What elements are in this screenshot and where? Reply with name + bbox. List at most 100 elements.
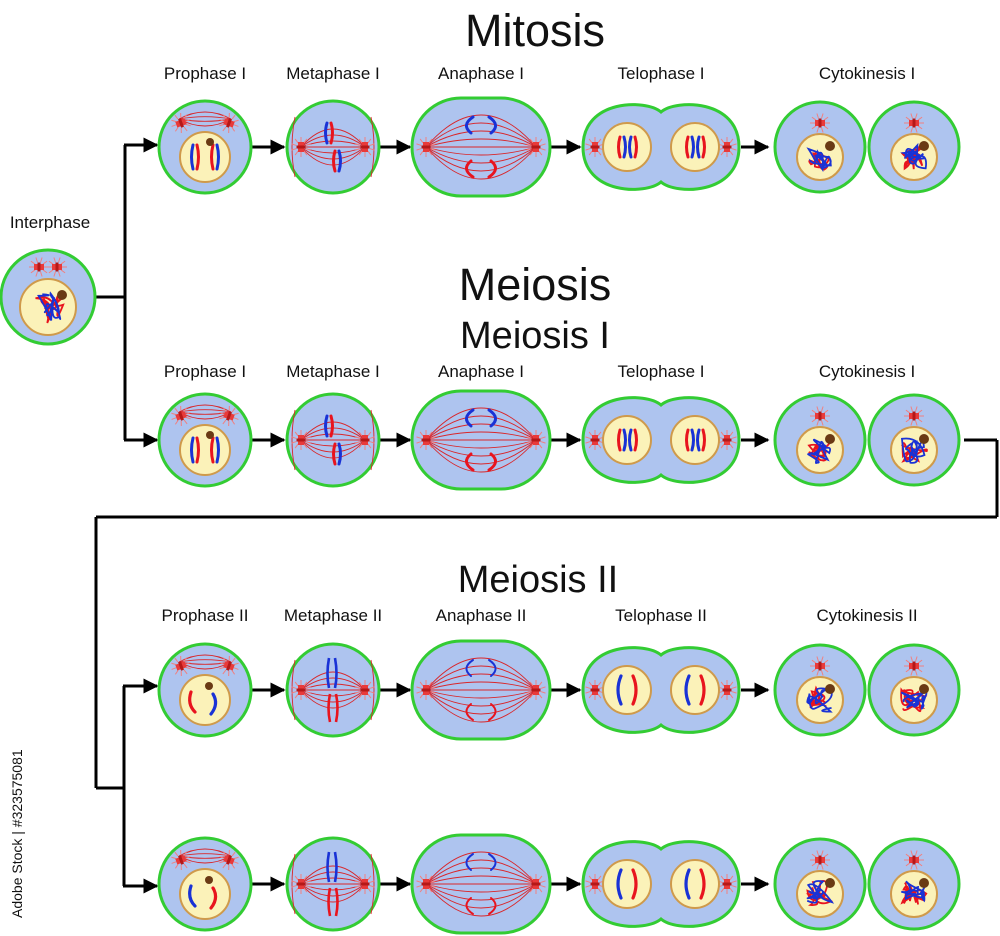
spindle-fiber xyxy=(425,883,537,917)
chromosome xyxy=(334,887,339,917)
chromosome xyxy=(337,149,342,173)
nucleolus xyxy=(825,434,835,444)
chromosome xyxy=(465,408,475,428)
chromosome xyxy=(690,135,695,159)
daughter-cell xyxy=(867,837,961,931)
chromosome xyxy=(333,657,338,689)
spindle-fiber xyxy=(178,848,232,857)
chromosome xyxy=(684,868,691,900)
centrosome xyxy=(526,874,546,894)
spindle-fiber xyxy=(300,871,366,885)
spindle-fiber xyxy=(425,883,537,901)
spindle-fiber xyxy=(425,122,537,148)
chromosome xyxy=(190,143,195,171)
stage-label: Metaphase II xyxy=(284,606,382,625)
chromatin-blue xyxy=(900,691,928,710)
chromosome xyxy=(210,143,215,171)
chromosome xyxy=(329,121,334,145)
chromosome xyxy=(188,884,197,908)
stage-label: Anaphase I xyxy=(438,362,524,381)
spindle-fiber xyxy=(425,146,537,180)
metaphase-cell xyxy=(285,99,381,195)
meiosis-1-stage-labels: Prophase I Metaphase I Anaphase I Teloph… xyxy=(164,362,915,381)
chromosome xyxy=(696,135,701,159)
spindle-fiber xyxy=(425,657,537,691)
centrosome xyxy=(717,430,737,450)
chromosome xyxy=(215,143,220,171)
chromosome xyxy=(631,674,638,706)
chromosome xyxy=(616,868,623,900)
spindle-fiber xyxy=(425,689,537,707)
centrosome xyxy=(717,874,737,894)
nucleus xyxy=(670,665,720,715)
spindle-fiber xyxy=(178,409,232,413)
centrosome xyxy=(904,406,924,426)
spindle-fiber xyxy=(425,665,537,691)
meiosis-2-title: Meiosis II xyxy=(458,559,618,601)
centrosome xyxy=(171,112,191,134)
nucleolus xyxy=(825,878,835,888)
chromosome xyxy=(684,674,691,706)
nucleolus xyxy=(206,431,214,439)
stage-label: Prophase I xyxy=(164,362,246,381)
cells-layer xyxy=(0,96,961,935)
centrosome xyxy=(171,405,191,427)
chromosome xyxy=(190,436,195,464)
centrosome xyxy=(810,113,830,133)
chromosome xyxy=(465,115,475,135)
chromosome xyxy=(326,851,331,883)
stage-label: Metaphase I xyxy=(286,64,380,83)
stage-label: Cytokinesis II xyxy=(816,606,917,625)
centrosome xyxy=(526,430,546,450)
chromosome xyxy=(633,428,638,452)
chromosome xyxy=(209,692,218,716)
spindle-fiber xyxy=(300,883,366,903)
stock-watermark-text: Adobe Stock | #323575081 xyxy=(9,749,25,918)
centrosome xyxy=(219,655,239,677)
chromatin-blue xyxy=(806,147,832,173)
metaphase-cell xyxy=(285,836,381,932)
aster xyxy=(370,409,375,471)
centrosome xyxy=(171,655,191,677)
centrosome xyxy=(810,406,830,426)
stage-label: Anaphase II xyxy=(436,606,527,625)
spindle-fiber xyxy=(425,673,537,691)
chromosome xyxy=(487,159,497,179)
spindle-fiber xyxy=(178,111,232,120)
nucleus xyxy=(179,868,231,920)
centrosome xyxy=(47,257,67,277)
stage-label: Cytokinesis I xyxy=(819,362,915,381)
spindle-fiber xyxy=(300,689,366,703)
aster xyxy=(291,659,296,721)
spindle-fiber xyxy=(425,130,537,148)
meiosis-1-title: Meiosis I xyxy=(460,315,610,357)
chromosome xyxy=(210,436,215,464)
nucleolus xyxy=(919,878,929,888)
chromosome xyxy=(488,659,497,677)
prophase-cell xyxy=(157,836,253,932)
spindle-fiber xyxy=(300,689,366,709)
chromosome xyxy=(327,693,332,723)
spindle-fiber xyxy=(425,146,537,172)
chromosome xyxy=(332,442,337,466)
spindle-fiber xyxy=(425,883,537,909)
chromosome xyxy=(324,121,329,145)
chromosome xyxy=(701,135,706,159)
chromatin-blue xyxy=(901,880,926,903)
stage-label: Prophase I xyxy=(164,64,246,83)
anaphase-cell xyxy=(410,639,552,741)
centrosome xyxy=(416,680,436,700)
aster xyxy=(291,409,296,471)
chromosome xyxy=(188,690,197,714)
chromatin-red xyxy=(900,143,927,171)
spindle-fiber xyxy=(300,865,366,885)
centrosome xyxy=(355,680,375,700)
chromosome xyxy=(488,897,497,915)
anaphase-cell xyxy=(410,389,552,491)
stage-label: Anaphase I xyxy=(438,64,524,83)
centrosome xyxy=(416,137,436,157)
chromatin-blue xyxy=(807,438,831,464)
aster xyxy=(370,659,375,721)
chromosome xyxy=(690,428,695,452)
nucleolus xyxy=(825,141,835,151)
